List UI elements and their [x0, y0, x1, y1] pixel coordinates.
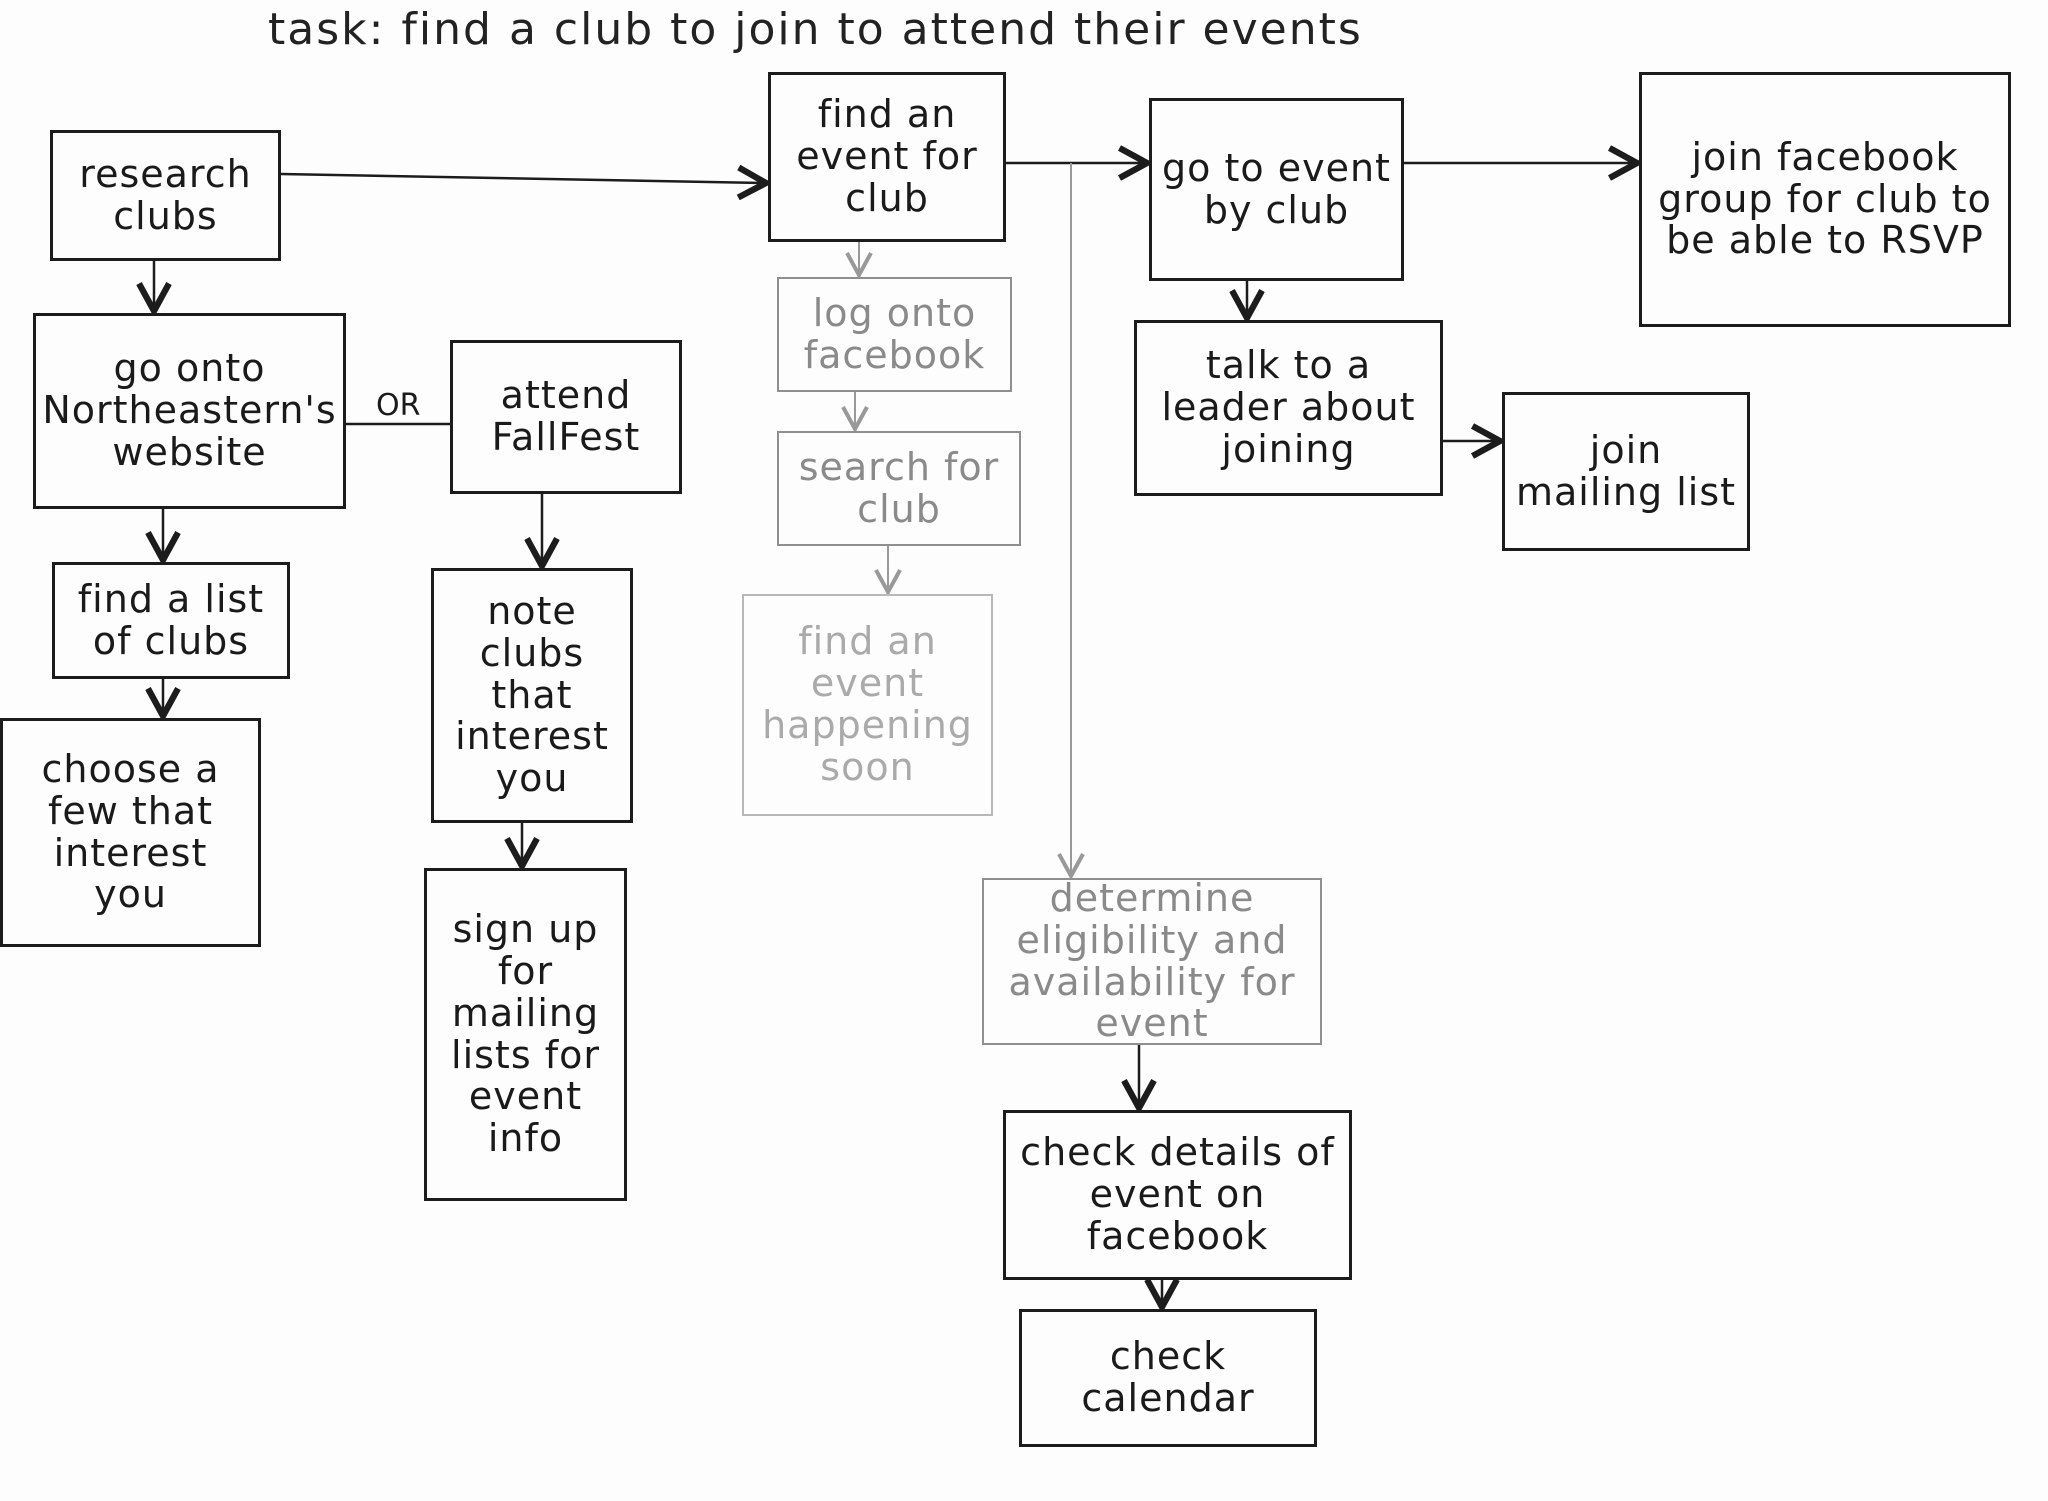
node-join-mailing-list: join mailing list — [1502, 392, 1750, 551]
node-note-clubs: note clubs that interest you — [431, 568, 633, 823]
arrow-research-to-find-event — [280, 174, 766, 183]
node-join-facebook-group: join facebook group for club to be able … — [1639, 72, 2011, 327]
or-label: OR — [376, 388, 421, 423]
node-go-onto-website: go onto Northeastern's website — [33, 313, 346, 509]
node-find-list-of-clubs: find a list of clubs — [52, 562, 290, 679]
node-log-onto-facebook: log onto facebook — [777, 277, 1012, 392]
node-check-event-details: check details of event on facebook — [1003, 1110, 1352, 1280]
node-search-for-club: search for club — [777, 431, 1021, 546]
node-find-event-happening-soon: find an event happening soon — [742, 594, 993, 816]
node-sign-up-mailing-lists: sign up for mailing lists for event info — [424, 868, 627, 1201]
node-research-clubs: research clubs — [50, 130, 281, 261]
node-choose-few: choose a few that interest you — [0, 718, 261, 947]
node-go-to-event: go to event by club — [1149, 98, 1404, 281]
node-talk-to-leader: talk to a leader about joining — [1134, 320, 1443, 496]
diagram-title: task: find a club to join to attend thei… — [268, 4, 1363, 55]
node-determine-eligibility: determine eligibility and availability f… — [982, 877, 1322, 1045]
node-find-event-for-club: find an event for club — [768, 72, 1006, 242]
node-attend-fallfest: attend FallFest — [450, 340, 682, 494]
node-check-calendar: check calendar — [1019, 1309, 1317, 1447]
